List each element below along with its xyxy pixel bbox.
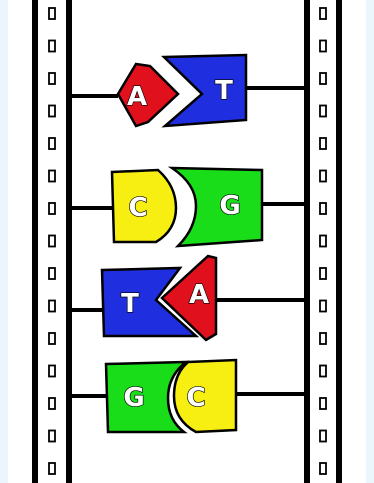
cytosine-letter: C [186, 383, 205, 413]
adenine-letter: A [127, 82, 147, 112]
right-backbone-inner-rail [304, 0, 310, 483]
thymine-letter: T [215, 76, 233, 106]
base-pair-3: T A [102, 256, 216, 340]
left-backbone-outer-rail [32, 0, 38, 483]
guanine-letter: G [123, 383, 144, 413]
cytosine-base: C [174, 360, 236, 432]
right-backbone-outer-rail [336, 0, 342, 483]
left-backbone-inner-rail [66, 0, 72, 483]
cytosine-base: C [112, 170, 176, 242]
guanine-letter: G [219, 191, 240, 221]
cytosine-letter: C [128, 193, 147, 223]
adenine-letter: A [189, 280, 209, 310]
thymine-letter: T [121, 289, 139, 319]
